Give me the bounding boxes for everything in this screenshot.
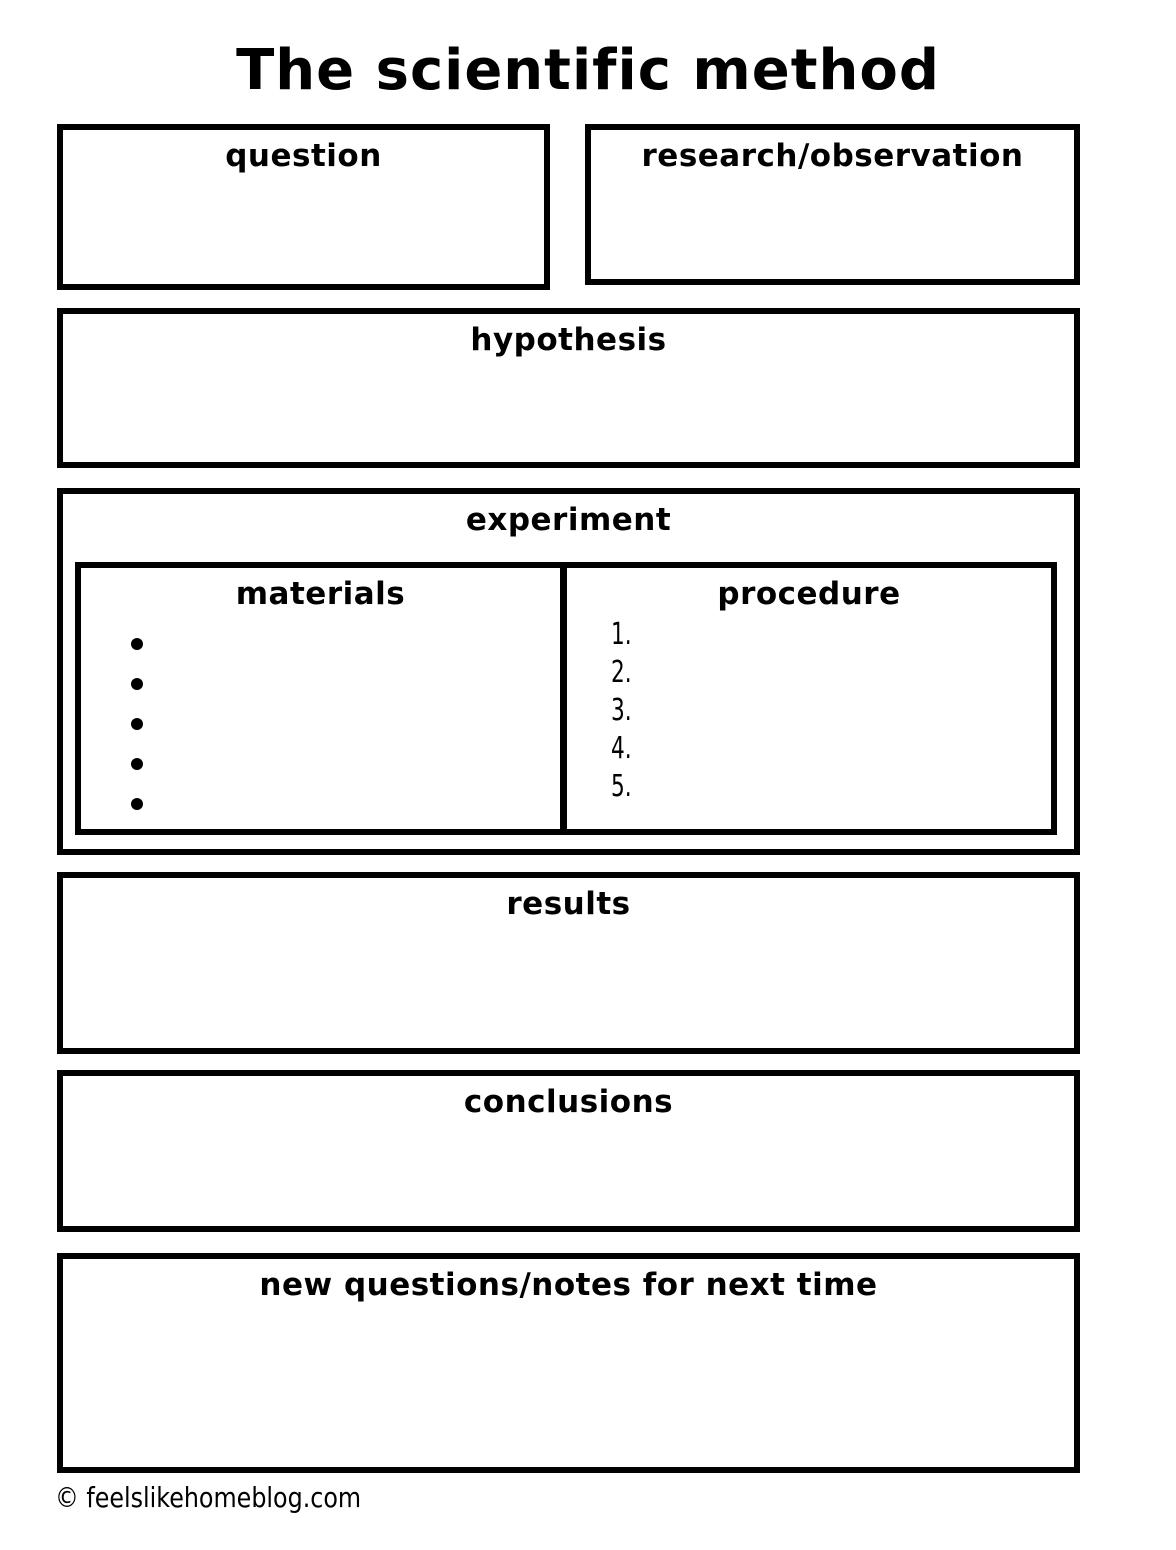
materials-bullet-row bbox=[131, 624, 143, 664]
bullet-icon bbox=[131, 798, 143, 810]
materials-column: materials bbox=[81, 568, 567, 829]
research-observation-label: research/observation bbox=[641, 138, 1024, 174]
experiment-box: experiment materials procedure 1. 2. 3. bbox=[57, 488, 1080, 855]
materials-bullet-row bbox=[131, 704, 143, 744]
question-label: question bbox=[225, 138, 382, 174]
procedure-number: 3. bbox=[611, 693, 632, 728]
procedure-number: 5. bbox=[611, 769, 632, 804]
conclusions-box: conclusions bbox=[57, 1070, 1080, 1232]
experiment-label: experiment bbox=[465, 502, 672, 538]
new-questions-box: new questions/notes for next time bbox=[57, 1253, 1080, 1473]
question-box: question bbox=[57, 124, 550, 290]
conclusions-label: conclusions bbox=[463, 1084, 674, 1120]
bullet-icon bbox=[131, 678, 143, 690]
copyright-footer: © feelslikehomeblog.com bbox=[55, 1481, 362, 1514]
bullet-icon bbox=[131, 638, 143, 650]
procedure-number-list: 1. 2. 3. 4. 5. bbox=[611, 616, 640, 806]
materials-bullet-list bbox=[131, 624, 143, 824]
materials-label: materials bbox=[235, 576, 406, 612]
procedure-number: 2. bbox=[611, 655, 632, 690]
procedure-number: 1. bbox=[611, 617, 632, 652]
procedure-number: 4. bbox=[611, 731, 632, 766]
results-label: results bbox=[506, 886, 631, 922]
new-questions-label: new questions/notes for next time bbox=[259, 1267, 878, 1303]
bullet-icon bbox=[131, 758, 143, 770]
materials-bullet-row bbox=[131, 784, 143, 824]
hypothesis-label: hypothesis bbox=[470, 322, 667, 358]
materials-bullet-row bbox=[131, 744, 143, 784]
materials-bullet-row bbox=[131, 664, 143, 704]
experiment-table: materials procedure 1. 2. 3. 4. 5. bbox=[75, 562, 1057, 835]
bullet-icon bbox=[131, 718, 143, 730]
page-title: The scientific method bbox=[236, 38, 940, 103]
hypothesis-box: hypothesis bbox=[57, 308, 1080, 468]
procedure-column: procedure 1. 2. 3. 4. 5. bbox=[567, 568, 1051, 829]
results-box: results bbox=[57, 872, 1080, 1054]
research-observation-box: research/observation bbox=[585, 124, 1080, 285]
procedure-label: procedure bbox=[717, 576, 901, 612]
